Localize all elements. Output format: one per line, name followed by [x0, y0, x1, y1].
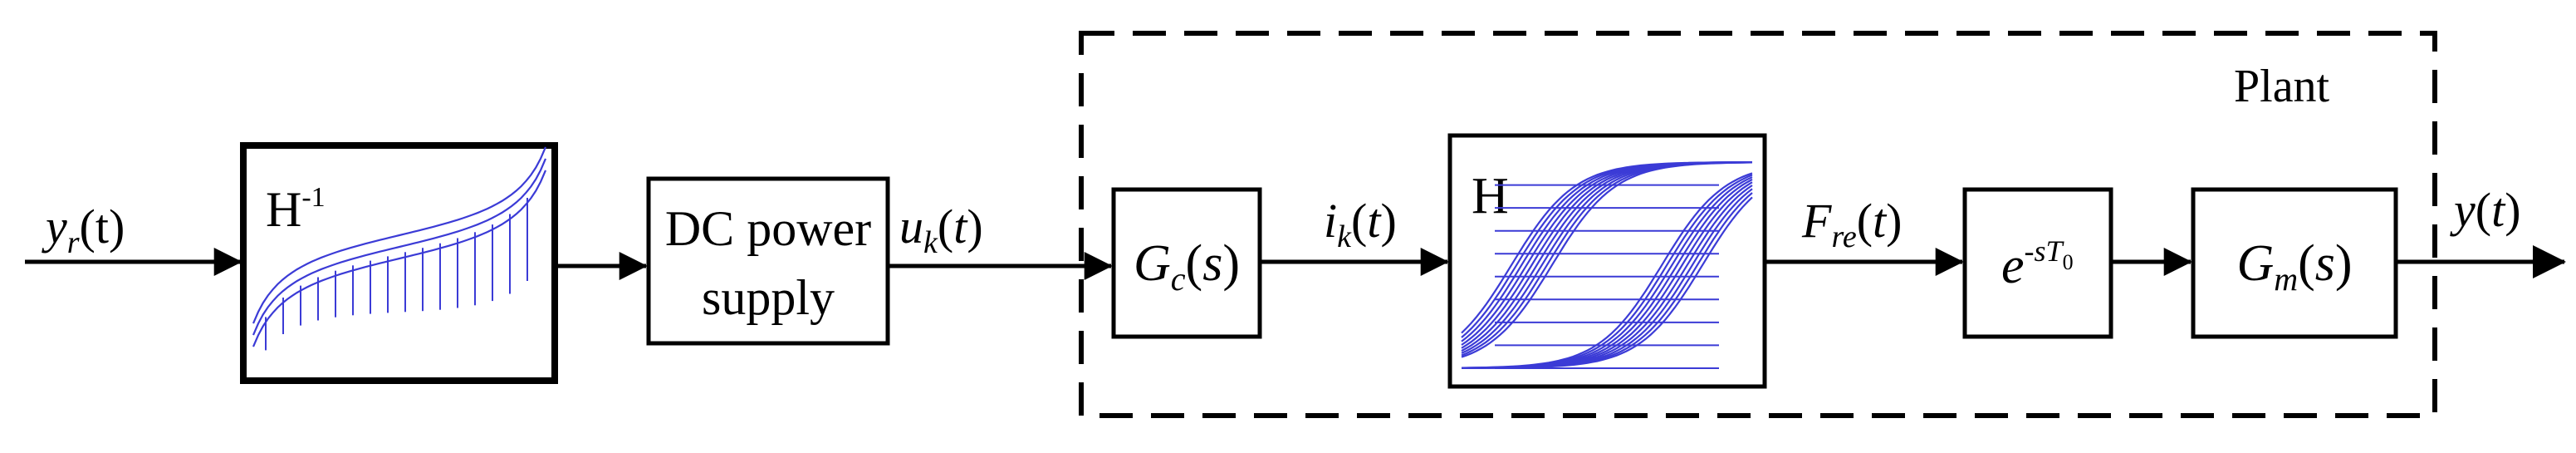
gc-label: Gc(s): [1134, 235, 1240, 298]
delay-block: [1962, 187, 2113, 339]
hysteresis-loop-curve: [1461, 161, 1752, 334]
hysteresis-label: H: [1472, 168, 1509, 224]
plant-boundary: [1079, 31, 2437, 418]
inverse-hysteresis-label: H-1: [266, 182, 326, 237]
power-supply-line1: DC power: [665, 201, 871, 256]
inverse-hysteresis-curve: [252, 170, 547, 347]
inverse-hysteresis-curves: [252, 146, 547, 351]
inverse-hysteresis-curve: [252, 158, 547, 336]
output-signal-label: y(t): [2450, 183, 2521, 237]
force-signal-label: Fre(t): [1801, 194, 1902, 254]
dc-power-supply-block: [646, 176, 890, 346]
gm-block: [2191, 187, 2398, 339]
hysteresis-curves: [1461, 161, 1753, 369]
delay-label: e-sT0: [2001, 234, 2074, 294]
inverse-hysteresis-curve: [252, 146, 547, 324]
input-signal-label: yr(t): [42, 199, 125, 260]
gm-label: Gm(s): [2236, 235, 2352, 298]
plant-label: Plant: [2234, 61, 2330, 112]
control-voltage-label: uk(t): [899, 199, 983, 260]
inverse-hysteresis-block: [240, 142, 558, 384]
current-signal-label: ik(t): [1324, 194, 1397, 254]
power-supply-line2: supply: [702, 270, 835, 325]
hysteresis-loop-curve: [1462, 196, 1753, 369]
inverse-hysteresis-inner-frame: [245, 147, 553, 379]
